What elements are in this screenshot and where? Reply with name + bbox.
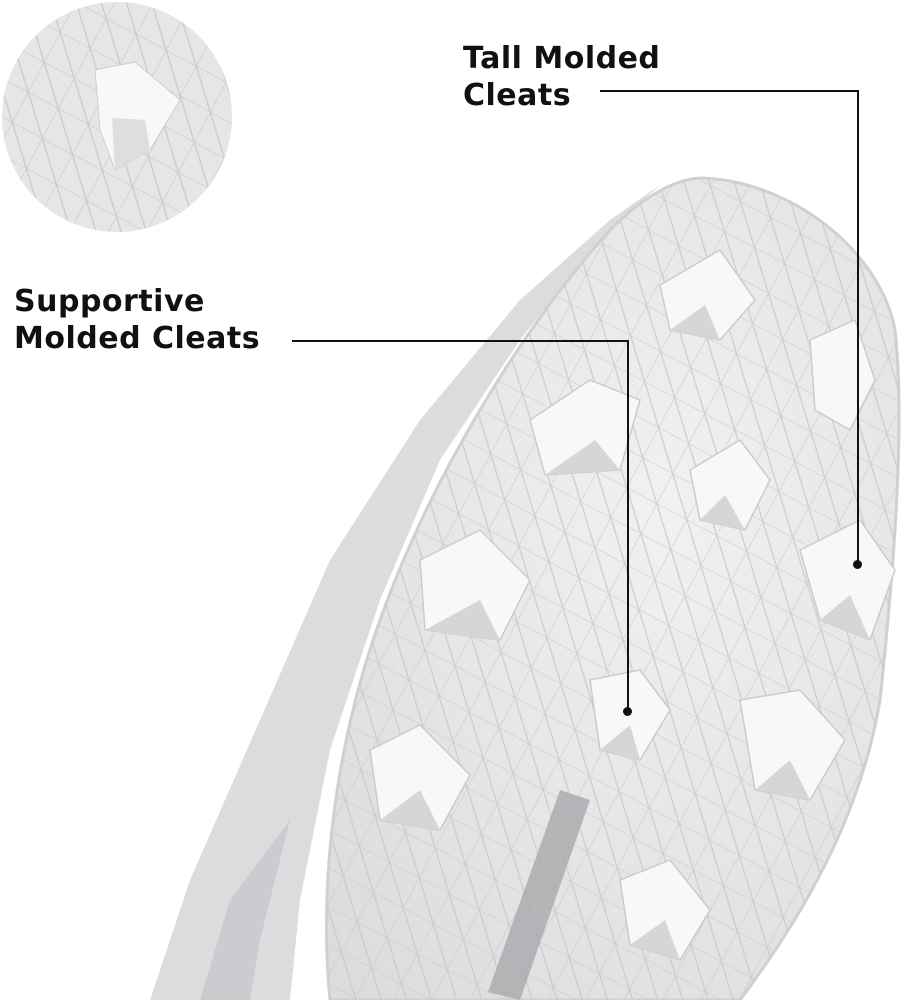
callout-text-line: Molded Cleats [14,321,261,356]
callout-supportive-molded-cleats: Supportive Molded Cleats [14,283,260,357]
detail-inset-circle [2,2,232,232]
callout-dot [853,560,862,569]
callout-tall-molded-cleats: Tall Molded Cleats [463,40,660,114]
callout-text-line: Cleats [463,78,572,113]
callout-text-line: Tall Molded [463,41,661,76]
callout-dot [623,707,632,716]
leader-line [857,90,859,564]
leader-line [627,340,629,710]
leader-line [600,90,858,92]
leader-line [292,340,629,342]
callout-text-line: Supportive [14,284,205,319]
